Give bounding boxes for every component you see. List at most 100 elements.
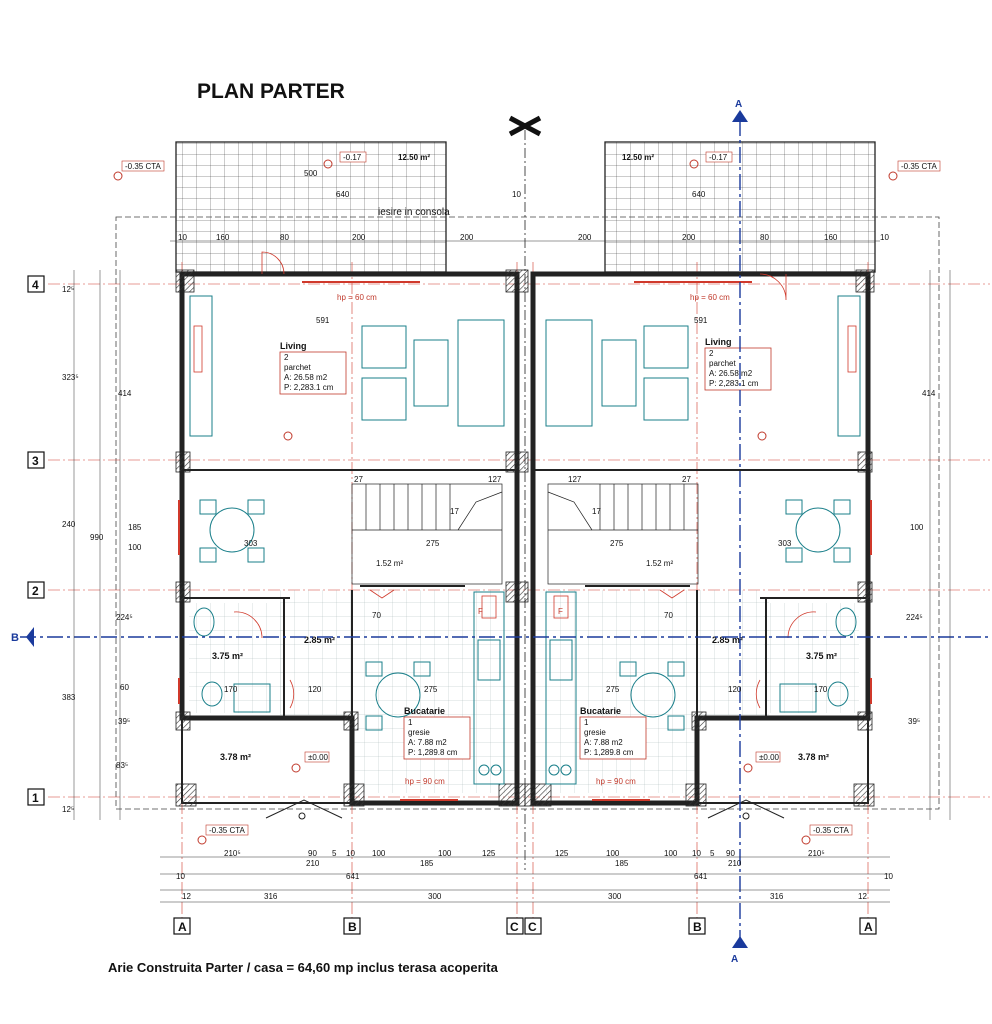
dim-b1-11: 10 xyxy=(692,849,701,858)
dim-left-100: 100 xyxy=(128,543,142,552)
dim-right-395: 39⁵ xyxy=(908,717,920,726)
grid-row-4: 4 xyxy=(32,278,39,292)
section-label-a-bottom: A xyxy=(731,954,738,965)
living-perimeter-right: P: 2,283.1 cm xyxy=(709,379,759,388)
room-dimensions: 303 303 170 170 120 120 275 275 F F xyxy=(224,539,828,694)
living-name-left: Living xyxy=(280,341,307,351)
plan-title: PLAN PARTER xyxy=(197,80,345,103)
terrace-area-right: 12.50 m² xyxy=(622,153,654,162)
windows xyxy=(178,281,872,801)
dim-b1-2: 90 xyxy=(308,849,317,858)
kitchen-perimeter-left: P: 1,289.8 cm xyxy=(408,748,458,757)
entrance-steps xyxy=(265,799,785,820)
fridge-label-left: F xyxy=(478,607,483,616)
dim-top-6: 10 xyxy=(512,190,521,199)
doors xyxy=(233,251,817,709)
level-markers: -0.35 CTA -0.35 CTA -0.35 CTA -0.35 CTA … xyxy=(113,151,941,845)
level-ground-left: ±0.00 xyxy=(308,753,329,762)
dim-left-2: 323⁵ xyxy=(62,373,79,382)
dim-stair-17-left: 17 xyxy=(450,507,459,516)
kitchen-area-left: A: 7.88 m2 xyxy=(408,738,447,747)
dim-b1-8: 125 xyxy=(555,849,569,858)
section-label-a-top: A xyxy=(735,99,742,110)
dim-b3-4: 10 xyxy=(884,872,893,881)
dim-b1-5: 100 xyxy=(372,849,386,858)
fridge-label-right: F xyxy=(558,607,563,616)
dim-b1-13: 90 xyxy=(726,849,735,858)
dim-left-6: 83⁵ xyxy=(116,761,128,770)
stair-dimensions: 27 127 127 27 17 17 275 275 70 70 xyxy=(354,475,691,620)
level-cta-tl: -0.35 CTA xyxy=(125,162,162,171)
dim-stair-275-left: 275 xyxy=(426,539,440,548)
dim-kitchen-275-right: 275 xyxy=(606,685,620,694)
dim-b1-4: 10 xyxy=(346,849,355,858)
dim-top-1: 10 xyxy=(178,233,187,242)
dim-dining-303-left: 303 xyxy=(244,539,258,548)
level-cta-tr: -0.35 CTA xyxy=(901,162,938,171)
room-tag-kitchen-left: Bucatarie 1 gresie A: 7.88 m2 P: 1,289.8… xyxy=(403,706,471,760)
dim-left-60: 60 xyxy=(120,683,129,692)
dining-furniture xyxy=(199,499,851,731)
dim-right-2245: 224⁵ xyxy=(906,613,923,622)
dim-top-11: 10 xyxy=(880,233,889,242)
dim-stair-70-left: 70 xyxy=(372,611,381,620)
dim-b4-4: 300 xyxy=(608,892,622,901)
dim-living-w-left: 591 xyxy=(316,316,330,325)
dim-b4-5: 316 xyxy=(770,892,784,901)
structural-columns xyxy=(175,269,875,807)
grid-col-a-right: A xyxy=(864,920,873,934)
window-height-right: hp = 60 cm xyxy=(690,293,730,302)
dim-top-2: 160 xyxy=(216,233,230,242)
hall-area-right: 2.85 m² xyxy=(712,635,743,645)
living-num-right: 2 xyxy=(709,349,714,358)
dimension-lines xyxy=(73,240,951,903)
north-arrow-icon xyxy=(508,115,542,137)
dim-terrace-640-right: 640 xyxy=(692,190,706,199)
bath-area-right: 3.75 m² xyxy=(806,651,837,661)
kitchen-name-left: Bucatarie xyxy=(404,706,445,716)
grid-col-b-left: B xyxy=(348,920,357,934)
dim-stair-27-left: 27 xyxy=(354,475,363,484)
bath-area-left: 3.75 m² xyxy=(212,651,243,661)
living-name-right: Living xyxy=(705,337,732,347)
dim-top-10: 160 xyxy=(824,233,838,242)
interior-walls xyxy=(182,469,868,718)
grid-col-c-right: C xyxy=(528,920,537,934)
dim-b1-1: 210⁵ xyxy=(224,849,241,858)
terrace-area-left: 12.50 m² xyxy=(398,153,430,162)
dim-stair-17-right: 17 xyxy=(592,507,601,516)
section-arrow-a-top-icon xyxy=(732,110,748,122)
dim-kitchen-275-left: 275 xyxy=(424,685,438,694)
dim-stair-127-left: 127 xyxy=(488,475,502,484)
bath-floor-left xyxy=(189,603,284,713)
room-tag-living-left: Living 2 parchet A: 26.58 m2 P: 2,283.1 … xyxy=(279,341,347,395)
hall-floor-left xyxy=(280,590,352,715)
fridges xyxy=(481,595,569,619)
dim-stair-275-right: 275 xyxy=(610,539,624,548)
hall-floor-right xyxy=(697,590,769,715)
terrace-left xyxy=(175,141,447,273)
dim-terrace-640-left: 640 xyxy=(336,190,350,199)
left-dimensions: 12⁵ 323⁵ 240 224⁵ 383 83⁵ 12⁵ 414 990 18… xyxy=(62,285,936,814)
dim-left-395: 39⁵ xyxy=(118,717,130,726)
dim-stair-27-right: 27 xyxy=(682,475,691,484)
dim-top-7: 200 xyxy=(578,233,592,242)
dim-top-8: 200 xyxy=(682,233,696,242)
dim-left-414: 414 xyxy=(118,389,132,398)
dim-right-100: 100 xyxy=(910,523,924,532)
section-arrow-b-icon xyxy=(26,627,34,647)
dim-b4-1: 12 xyxy=(182,892,191,901)
dim-b1-6: 100 xyxy=(438,849,452,858)
footer-note: Arie Construita Parter / casa = 64,60 mp… xyxy=(108,960,499,975)
level-terrace-left: -0.17 xyxy=(343,153,362,162)
window-height-left: hp = 60 cm xyxy=(337,293,377,302)
room-tag-kitchen-right: Bucatarie 1 gresie A: 7.88 m2 P: 1,289.8… xyxy=(579,706,647,760)
kitchen-window-height-right: hp = 90 cm xyxy=(596,777,636,786)
dim-b2-3: 185 xyxy=(615,859,629,868)
dim-bath-170-left: 170 xyxy=(224,685,238,694)
dim-b1-9: 100 xyxy=(606,849,620,858)
grid-col-c-left: C xyxy=(510,920,519,934)
living-area-right: A: 26.58 m2 xyxy=(709,369,753,378)
room-tag-living-right: Living 2 parchet A: 26.58 m2 P: 2,283.1 … xyxy=(704,337,772,391)
stair-area-right: 1.52 m² xyxy=(646,559,673,568)
